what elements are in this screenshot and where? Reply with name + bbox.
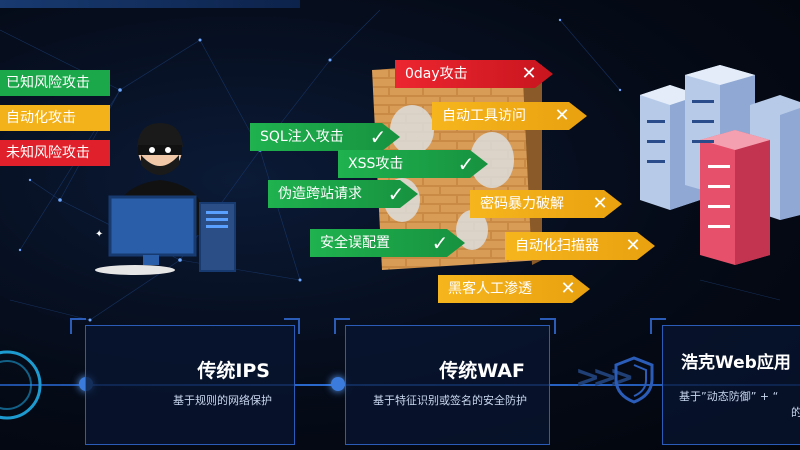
legend-automated-attack: 自动化攻击 (0, 105, 110, 131)
attack-label-misconfig: 安全误配置 (320, 235, 390, 251)
hacker-illustration: ✦ (95, 123, 236, 275)
attack-arrow-xss: XSS攻击 ✓ (338, 150, 488, 178)
attack-arrow-misconfig: 安全误配置 ✓ (310, 229, 465, 257)
shield-icon (614, 356, 654, 404)
x-icon: ✕ (554, 105, 570, 126)
attack-label-auto-tool: 自动工具访问 (442, 108, 526, 124)
corner-bracket (650, 318, 666, 334)
card-title-waf: 传统WAF (439, 360, 525, 382)
check-icon: ✓ (457, 152, 475, 176)
x-icon: ✕ (560, 278, 576, 299)
attack-arrow-csrf: 伪造跨站请求 ✓ (268, 180, 418, 208)
corner-bracket (540, 318, 556, 334)
card-title-ips: 传统IPS (197, 360, 270, 382)
corner-bracket (70, 318, 86, 334)
card-traditional-waf: 传统WAF 基于特征识别或签名的安全防护 (345, 325, 550, 445)
attack-arrow-manual-pentest: 黑客人工渗透 ✕ (438, 275, 590, 303)
attack-arrow-auto-scanner: 自动化扫描器 ✕ (505, 232, 655, 260)
attack-arrow-password-brute: 密码暴力破解 ✕ (470, 190, 622, 218)
x-icon: ✕ (625, 235, 641, 256)
server-racks (640, 65, 800, 265)
attack-label-csrf: 伪造跨站请求 (278, 186, 362, 202)
attack-arrow-auto-tool: 自动工具访问 ✕ (432, 102, 587, 130)
attack-label-xss: XSS攻击 (348, 156, 404, 172)
card-desc-waf: 基于特征识别或签名的安全防护 (373, 394, 527, 407)
top-bar (0, 0, 300, 8)
corner-bracket (334, 318, 350, 334)
timeline-origin-ring (0, 350, 42, 420)
card-desc-hawk: 基于”动态防御” + “ (679, 390, 779, 403)
timeline-dot (331, 377, 345, 391)
legend-known-attack: 已知风险攻击 (0, 70, 110, 96)
check-icon: ✓ (369, 125, 387, 149)
card-hawk-waf: 浩克Web应用 基于”动态防御” + “ 的 (662, 325, 800, 445)
card-title-hawk: 浩克Web应用 (681, 353, 791, 373)
attack-label-auto-scanner: 自动化扫描器 (515, 238, 599, 254)
card-desc-ips: 基于规则的网络保护 (173, 394, 272, 407)
attack-arrow-zeroday: 0day攻击 ✕ (395, 60, 553, 88)
x-icon: ✕ (521, 63, 537, 84)
x-icon: ✕ (592, 193, 608, 214)
attack-label-manual-pentest: 黑客人工渗透 (448, 281, 532, 297)
attack-label-password-brute: 密码暴力破解 (480, 196, 564, 212)
svg-text:✦: ✦ (95, 229, 103, 240)
chevron-right-icon: >>> (575, 360, 634, 395)
card-desc-hawk-2: 的 (791, 406, 800, 419)
check-icon: ✓ (431, 231, 449, 255)
attack-label-zeroday: 0day攻击 (405, 66, 468, 82)
card-traditional-ips: 传统IPS 基于规则的网络保护 (85, 325, 295, 445)
legend-unknown-attack: 未知风险攻击 (0, 140, 110, 166)
corner-bracket (284, 318, 300, 334)
attack-arrow-sql-injection: SQL注入攻击 ✓ (250, 123, 400, 151)
attack-label-sql-injection: SQL注入攻击 (260, 129, 344, 145)
check-icon: ✓ (387, 182, 405, 206)
